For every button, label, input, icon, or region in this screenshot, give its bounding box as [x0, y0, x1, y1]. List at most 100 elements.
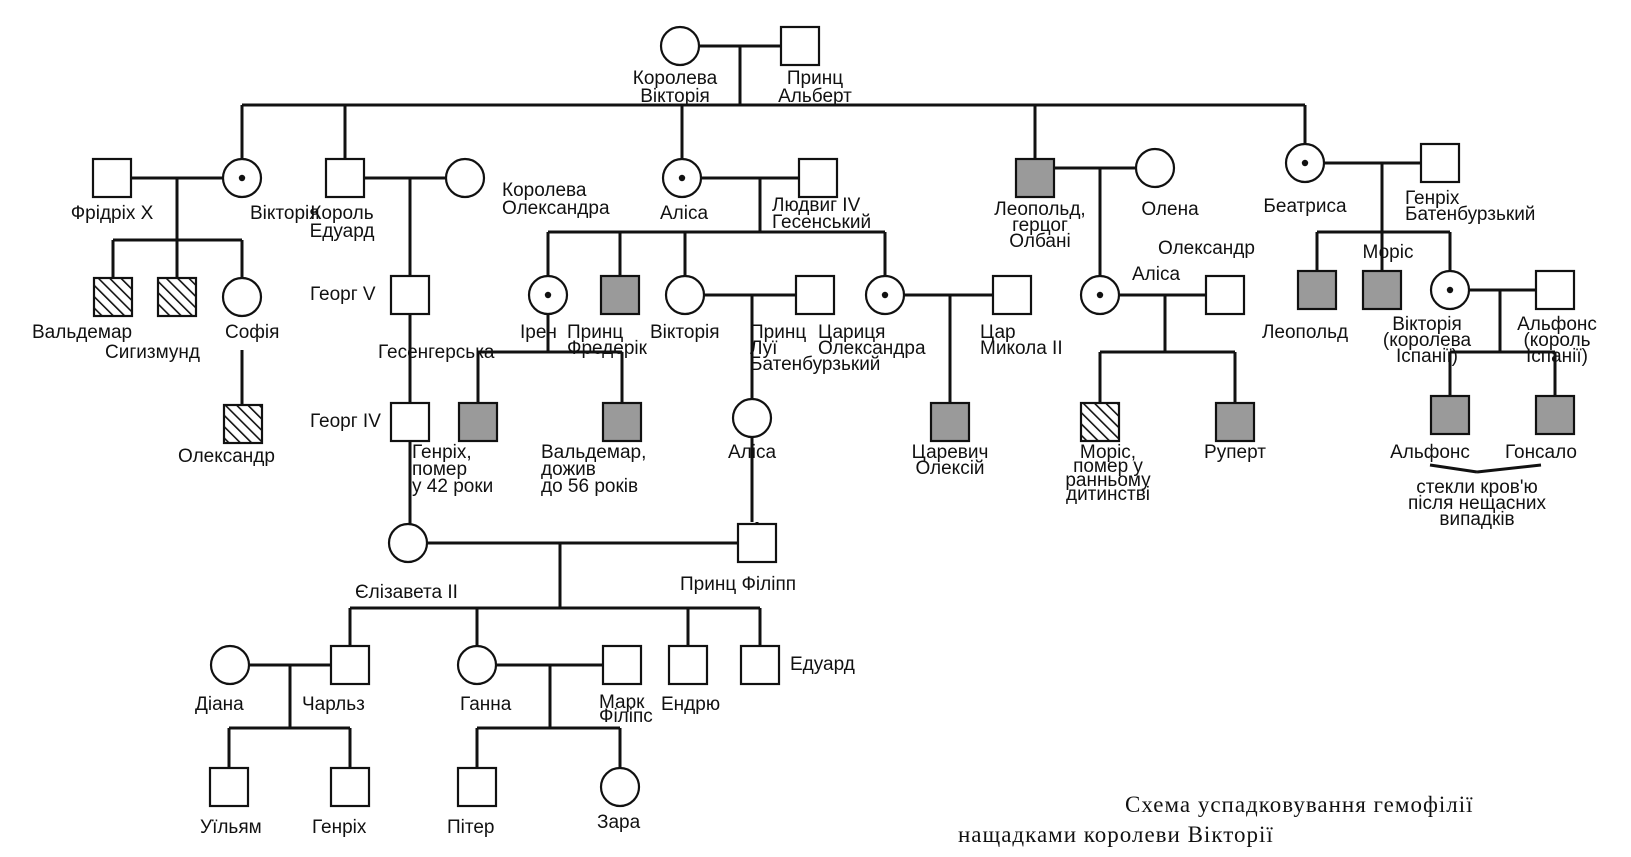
- male-symbol-heinrich: [457, 401, 499, 443]
- male-symbol-nicholas: [991, 274, 1033, 316]
- label-peter: Пітер: [447, 817, 495, 838]
- label-william: Уїльям: [200, 817, 262, 838]
- male-symbol-rupert: [1214, 401, 1256, 443]
- male-symbol-harry: [329, 766, 371, 808]
- male-symbol-alfonso13: [1534, 269, 1576, 311]
- female-symbol-victoria-q: [659, 25, 701, 67]
- male-symbol-alexei: [929, 401, 971, 443]
- carrier-dot-victoria-d: [238, 174, 246, 182]
- carrier-dot-alexandra-ts: [881, 291, 889, 299]
- male-symbol-friedrich: [91, 157, 133, 199]
- male-symbol-alexander-a: [1204, 274, 1246, 316]
- label-friedrich: Фрідріх Х: [71, 203, 154, 224]
- male-symbol-philip: [736, 522, 778, 564]
- female-symbol-diana: [209, 644, 251, 686]
- male-symbol-sigismund: [156, 276, 198, 318]
- male-symbol-alexander-g: [222, 403, 264, 445]
- male-symbol-charles: [329, 644, 371, 686]
- label-olena: Олена: [1141, 199, 1199, 220]
- caption-line-2: нащадками королеви Вікторії: [958, 822, 1274, 847]
- label-alfonso-j: Альфонс: [1390, 442, 1470, 463]
- label-george5: Георг V: [310, 284, 376, 305]
- label-anne: Ганна: [460, 694, 512, 715]
- male-symbol-ludwig: [797, 157, 839, 199]
- label-beatrice: Беатриса: [1263, 196, 1347, 217]
- label-zara: Зара: [597, 812, 641, 833]
- label-philip: Принц Філіпп: [680, 574, 796, 595]
- male-symbol-alfonso-j: [1429, 394, 1471, 436]
- label-alice: Аліса: [660, 203, 708, 224]
- label-charles: Чарльз: [302, 694, 365, 715]
- carrier-dot-alice-a: [1096, 291, 1104, 299]
- male-symbol-mark: [601, 644, 643, 686]
- label-rupert: Руперт: [1204, 442, 1266, 463]
- label-diana: Діана: [195, 694, 244, 715]
- male-symbol-william: [208, 766, 250, 808]
- label-alice-a: Аліса: [1132, 264, 1180, 285]
- female-symbol-anne: [456, 644, 498, 686]
- label-waldemar-p: Вальдемар: [32, 322, 132, 343]
- carrier-dot-victoria-s: [1446, 286, 1454, 294]
- label-george4: Георг IV: [310, 411, 381, 432]
- male-symbol-andrew: [667, 644, 709, 686]
- connector-lines: [111, 44, 1557, 768]
- label-irene: Ірен: [520, 322, 557, 343]
- male-symbol-waldemar-p: [92, 276, 134, 318]
- label-maurice-b: Моріс: [1363, 242, 1414, 263]
- label-gonzalo: Гонсало: [1505, 442, 1577, 463]
- male-symbol-peter: [456, 766, 498, 808]
- label-alice-b: Аліса: [728, 442, 776, 463]
- male-symbol-george5: [389, 274, 431, 316]
- carrier-dot-beatrice: [1301, 159, 1309, 167]
- connector-line: [1429, 463, 1478, 474]
- male-symbol-waldemar-h: [601, 401, 643, 443]
- male-symbol-gonzalo: [1534, 394, 1576, 436]
- label-victoria-h: Вікторія: [650, 322, 720, 343]
- female-symbol-alice-b: [731, 397, 773, 439]
- male-symbol-maurice-b: [1361, 269, 1403, 311]
- male-symbol-george4: [389, 401, 431, 443]
- male-symbol-albert: [779, 25, 821, 67]
- male-symbol-louis: [794, 274, 836, 316]
- label-leopold-b: Леопольд: [1262, 322, 1348, 343]
- label-elizabeth2: Єлізавета II: [355, 582, 458, 603]
- connector-line: [1476, 463, 1542, 474]
- label-hesse-note: Гесенгерська: [378, 342, 495, 363]
- label-sigismund: Сигизмунд: [105, 342, 200, 363]
- female-symbol-elizabeth2: [387, 522, 429, 564]
- female-symbol-sofia: [221, 276, 263, 318]
- label-sofia: Софія: [225, 322, 279, 343]
- male-symbol-maurice-a: [1079, 401, 1121, 443]
- label-harry: Генріх: [312, 817, 367, 838]
- caption-line-1: Схема успадковування гемофілії: [1125, 792, 1474, 817]
- label-edward-p: Едуард: [790, 654, 855, 675]
- carrier-dot-alice: [678, 174, 686, 182]
- male-symbol-edward-p: [739, 644, 781, 686]
- female-symbol-zara: [599, 766, 641, 808]
- female-symbol-olena: [1134, 147, 1176, 189]
- male-symbol-frederick: [599, 274, 641, 316]
- carrier-dot-irene: [544, 291, 552, 299]
- male-symbol-leopold-a: [1014, 157, 1056, 199]
- label-alexander-g: Олександр: [178, 446, 275, 467]
